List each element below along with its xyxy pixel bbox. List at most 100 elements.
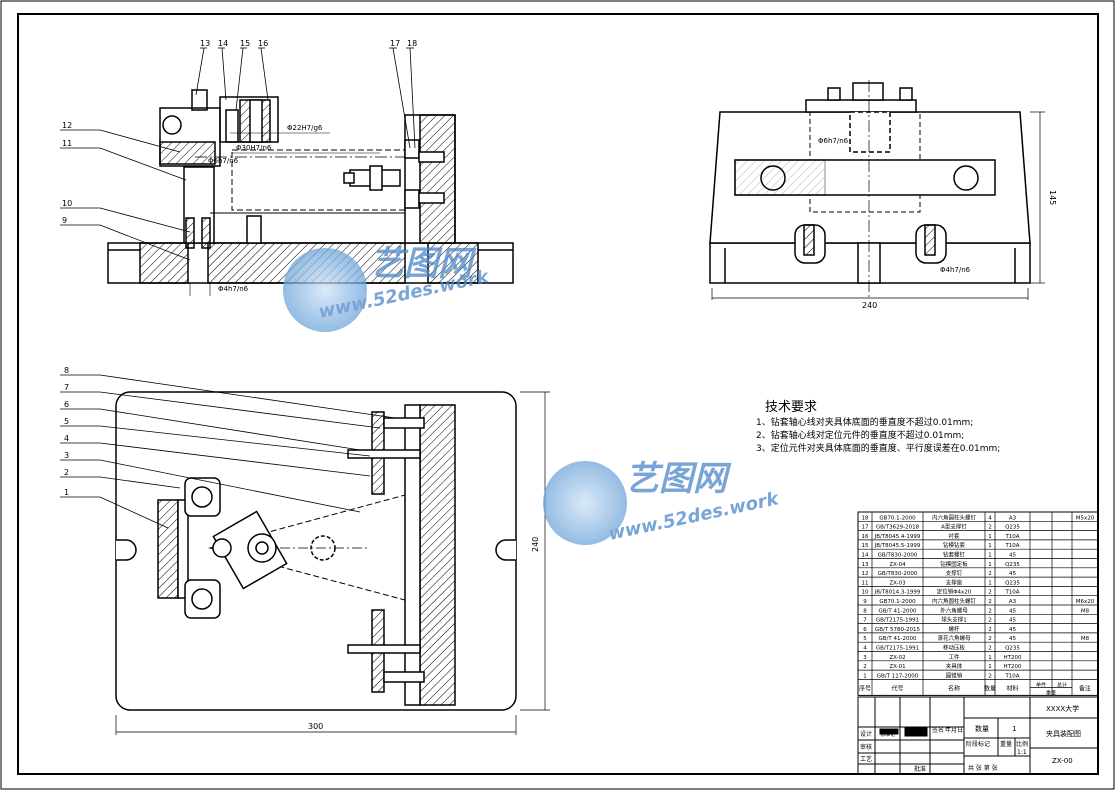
bom-cell-no: 4: [863, 646, 867, 652]
bom-cell-code: ZX-01: [889, 664, 905, 670]
balloon-1: 1: [64, 488, 69, 497]
bom-cell-name: 滚花六角螺母: [937, 634, 971, 642]
bom-cell-qty: 2: [988, 673, 992, 679]
tech-req-3: 3、定位元件对夹具体底面的垂直度、平行度误差在0.01mm;: [756, 442, 1000, 454]
bom-cell-name: 钻套螺钉: [943, 551, 966, 559]
bom-cell-code: ZX-03: [889, 580, 906, 586]
watermark-globe-icon-2: [543, 461, 627, 545]
balloon-16: 16: [258, 39, 268, 48]
bom-cell-qty: 1: [988, 562, 992, 568]
bom-header-weight: 重量: [1046, 689, 1056, 696]
bom-cell-note: M6x20: [1076, 599, 1095, 605]
bom-cell-mat: 45: [1009, 608, 1016, 614]
bom-cell-qty: 1: [988, 664, 992, 670]
bom-cell-no: 8: [863, 608, 867, 614]
bom-cell-qty: 2: [988, 636, 992, 642]
top-view-dims: 300 240: [115, 391, 550, 735]
bom-header-code: 代号: [891, 684, 903, 692]
bom-cell-no: 17: [862, 525, 869, 531]
bom-cell-name: 钻模钻套: [943, 541, 966, 549]
watermark-2: 艺图网 www.52des.work: [543, 459, 781, 545]
bom-cell-name: 定位销Φ4x20: [937, 588, 972, 596]
bom-cell-mat: T10A: [1004, 590, 1019, 596]
balloon-11: 11: [62, 139, 72, 148]
bom-cell-no: 14: [862, 553, 869, 559]
bom-cell-code: GB/T 5780-2015: [875, 627, 920, 633]
bom-cell-qty: 2: [988, 525, 992, 531]
bom-cell-mat: Q235: [1005, 646, 1020, 652]
side-fit-4: Φ4h7/n6: [940, 266, 971, 274]
bom-cell-qty: 4: [988, 515, 992, 521]
bom-cell-mat: Q235: [1005, 562, 1020, 568]
bom-cell-name: 支撑座: [946, 578, 963, 586]
balloon-6: 6: [64, 400, 69, 409]
bom-cell-note: M8: [1081, 636, 1090, 642]
bom-cell-mat: A3: [1009, 599, 1017, 605]
check-label: 审核: [860, 743, 872, 751]
bom-cell-name: 内六角圆柱头螺钉: [932, 513, 977, 521]
bom-cell-qty: 2: [988, 627, 992, 633]
top-view-balloons: 8 7 6 5 4 3 2 1: [64, 366, 69, 497]
bom-cell-no: 18: [862, 515, 869, 521]
bom-cell-name: 移动压板: [943, 644, 966, 652]
top-width-dim: 300: [308, 722, 323, 731]
bom-cell-no: 2: [863, 664, 867, 670]
bom-cell-qty: 1: [988, 580, 992, 586]
watermark-cn-2: 艺图网: [625, 459, 732, 499]
bom-cell-name: 圆锥销: [946, 671, 963, 679]
bom-cell-mat: 45: [1009, 571, 1016, 577]
title-block: [857, 696, 1099, 775]
scale-value: 1:1: [1017, 749, 1027, 756]
qty-value: 1: [1012, 725, 1016, 733]
bom-cell-no: 3: [863, 655, 867, 661]
bom-cell-no: 15: [862, 543, 869, 549]
bom-cell-code: JB/T8014.3-1999: [874, 590, 921, 596]
bom-cell-code: GB70.1-2000: [879, 599, 916, 605]
drawing-name: 夹具装配图: [1046, 729, 1081, 738]
bom-cell-name: 螺杆: [948, 625, 960, 633]
bom-header-no: 序号: [859, 684, 871, 692]
bom-cell-qty: 1: [988, 655, 992, 661]
balloon-14: 14: [218, 39, 228, 48]
watermark-1: 艺图网 www.52des.work: [283, 244, 491, 332]
approve-label: 批准: [914, 765, 926, 773]
bom-cell-code: GB/T830-2000: [878, 571, 918, 577]
bom-cell-name: 衬套: [948, 532, 960, 540]
bom-header-note: 备注: [1079, 684, 1091, 692]
bom-cell-mat: T10A: [1004, 543, 1019, 549]
bom-cell-no: 7: [863, 618, 867, 624]
balloon-5: 5: [64, 417, 69, 426]
date-label: 年月日: [945, 726, 963, 734]
front-view-balloons: 13 14 15 16 17 18 12 11 10 9: [62, 39, 417, 225]
top-view: [115, 391, 517, 711]
bom-cell-name: 外六角螺母: [940, 606, 968, 614]
bom-cell-note: M8: [1081, 608, 1090, 614]
bom-cell-mat: A3: [1009, 515, 1017, 521]
bom-cell-name: 球头支撑1: [941, 616, 967, 624]
bom-cell-name: 夹具体: [946, 662, 963, 670]
bom-frame: [857, 511, 1099, 696]
bom-cell-name: A型支撑钉: [941, 523, 967, 531]
bom-cell-mat: Q235: [1005, 580, 1020, 586]
bom-cell-code: GB/T 41-2000: [879, 636, 917, 642]
bom-cell-no: 13: [862, 562, 869, 568]
top-view-leaders: [60, 374, 396, 529]
balloon-9: 9: [62, 216, 67, 225]
balloon-13: 13: [200, 39, 210, 48]
side-view-dims: 240 145 Φ6h7/n6 Φ4h7/n6: [711, 111, 1057, 310]
bom-header-name: 名称: [948, 684, 960, 692]
qty-label: 数量: [975, 724, 989, 733]
stage-label: 阶段标记: [966, 740, 990, 748]
bom-cell-name: 工件: [948, 653, 960, 661]
bom-cell-code: GB/T 117-2000: [877, 673, 919, 679]
top-height-dim: 240: [531, 537, 540, 552]
bom-cell-qty: 1: [988, 534, 992, 540]
sheets-label: 共 张 第 张: [968, 764, 998, 772]
front-view-fits: Φ22H7/g6 Φ30H7/n6 Φ6h7/n6 Φ4h7/n6: [189, 124, 380, 296]
bom-cell-code: GB/T 41-2000: [879, 608, 917, 614]
title-block-text: XXXX大学 夹具装配图 ZX-00 数量 1 阶段标记 重量 比例 1:1 共…: [860, 704, 1081, 773]
design-label: 设计: [860, 730, 872, 738]
